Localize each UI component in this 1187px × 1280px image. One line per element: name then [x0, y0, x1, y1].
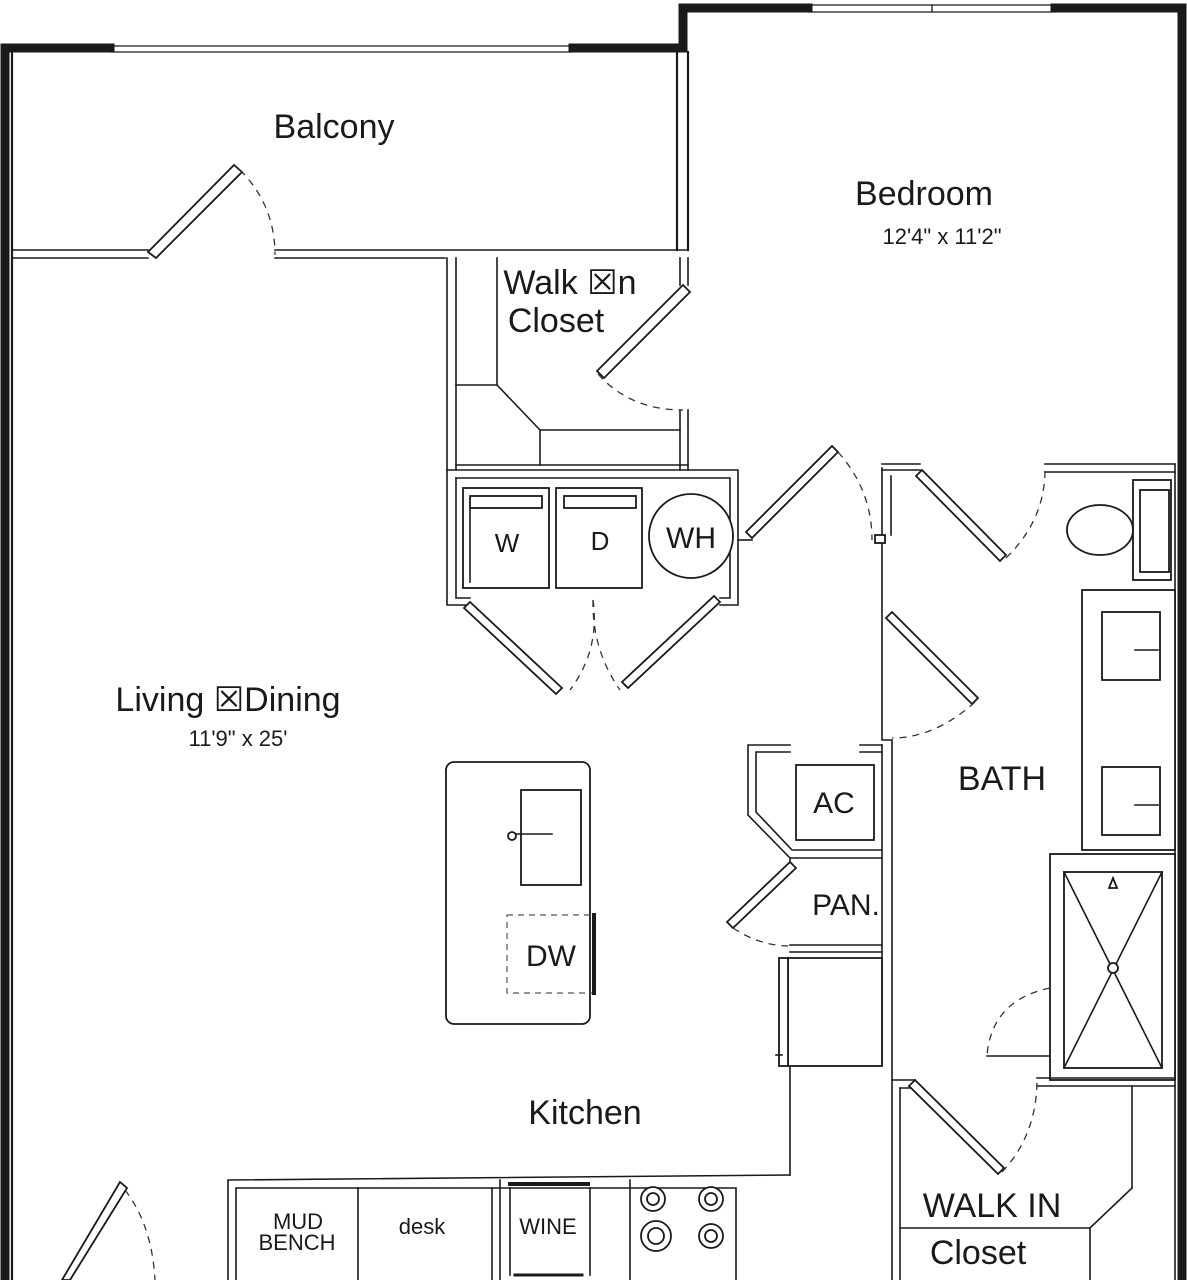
shower	[986, 853, 1176, 1081]
bedroom-dimensions: 12'4" x 11'2"	[882, 224, 1001, 249]
desk-label: desk	[399, 1214, 446, 1239]
mud-bench-label-line1: MUD	[273, 1209, 323, 1234]
fridge	[775, 957, 883, 1176]
wine-label: WINE	[519, 1214, 576, 1239]
bath-label: BATH	[958, 760, 1046, 798]
lower-closet-label-line2: Closet	[930, 1234, 1027, 1272]
walk-in-closet-door[interactable]	[595, 283, 692, 411]
lower-closet-walls	[891, 1077, 1176, 1280]
exterior-walls	[0, 3, 1187, 1280]
entry-door[interactable]	[60, 1180, 156, 1280]
mud-bench-label-line2: BENCH	[258, 1230, 335, 1255]
washer	[462, 487, 550, 589]
water-heater	[648, 493, 734, 579]
washer-label: W	[495, 528, 520, 558]
bedroom-label: Bedroom	[855, 175, 993, 213]
lower-closet-door[interactable]	[907, 1078, 1038, 1176]
dryer	[555, 487, 643, 589]
vanity	[1081, 589, 1176, 851]
ac-label: AC	[813, 787, 855, 820]
living-dining-dimensions: 11'9" x 25'	[189, 726, 288, 751]
bedroom-door[interactable]	[737, 444, 873, 541]
pantry-label: PAN.	[812, 889, 880, 922]
living-dining-label: Living ☒Dining	[115, 681, 340, 719]
lower-closet-label-line1: WALK IN	[923, 1187, 1062, 1225]
balcony-walls	[10, 50, 690, 1280]
walk-in-closet-label-line1: Walk ☒n	[503, 264, 636, 302]
kitchen-island	[445, 761, 596, 1025]
laundry-doors[interactable]	[462, 594, 722, 696]
balcony-door[interactable]	[146, 163, 276, 260]
toilet	[1066, 479, 1172, 581]
balcony-window	[110, 45, 573, 53]
cooktop	[640, 1186, 724, 1252]
ac-unit	[795, 764, 875, 841]
dryer-label: D	[591, 526, 610, 556]
balcony-label: Balcony	[274, 108, 395, 146]
bath-doors[interactable]	[884, 468, 1046, 739]
kitchen-label: Kitchen	[528, 1094, 641, 1132]
bedroom-window	[808, 4, 1055, 13]
pantry-door[interactable]	[725, 860, 798, 947]
kitchen-counter	[227, 1174, 791, 1280]
walk-in-closet-walls	[446, 257, 689, 471]
dishwasher-label: DW	[526, 940, 577, 973]
walk-in-closet-label-line2: Closet	[508, 302, 605, 340]
water-heater-label: WH	[666, 522, 716, 555]
